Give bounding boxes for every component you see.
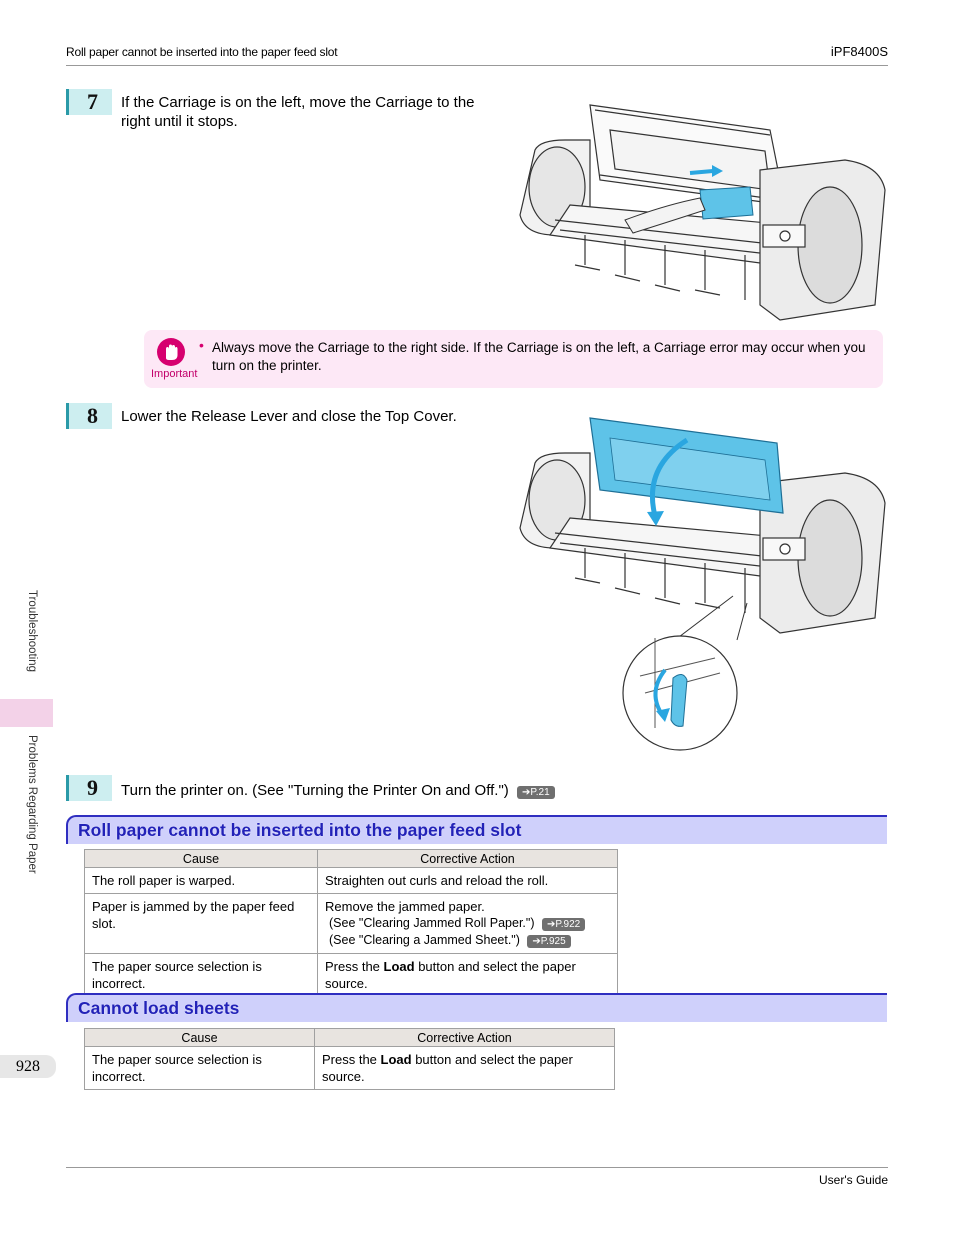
- table-header-row: Cause Corrective Action: [84, 1028, 615, 1047]
- column-header-action: Corrective Action: [317, 849, 618, 868]
- action-text: Press the: [325, 959, 384, 974]
- step-7-line2: right until it stops.: [121, 113, 238, 130]
- printer-top-cover-illustration: [519, 417, 886, 751]
- step-number-badge: 8: [66, 403, 112, 429]
- step-number-badge: 7: [66, 89, 112, 115]
- cause-cell: The paper source selection is incorrect.: [84, 1046, 315, 1090]
- sidebar-current-marker: [0, 699, 53, 727]
- page-reference-label: P.922: [555, 919, 581, 930]
- bullet-icon: •: [199, 337, 204, 353]
- reference-text: (See "Clearing Jammed Roll Paper."): [329, 916, 535, 930]
- table-header-row: Cause Corrective Action: [84, 849, 618, 868]
- section-heading-roll-paper: Roll paper cannot be inserted into the p…: [66, 815, 887, 844]
- arrow-right-icon: ➔: [532, 936, 541, 947]
- page-reference-link[interactable]: ➔P.922: [541, 918, 586, 931]
- footer-divider: [66, 1167, 888, 1168]
- column-header-cause: Cause: [84, 849, 318, 868]
- sidebar-tab-problems-regarding-paper[interactable]: Problems Regarding Paper: [18, 735, 38, 895]
- action-text: button and select the paper source.: [322, 1052, 573, 1084]
- cause-action-table-roll-paper: Cause Corrective Action The roll paper i…: [84, 849, 618, 997]
- printer-carriage-illustration: [519, 104, 886, 321]
- table-row: The roll paper is warped. Straighten out…: [84, 867, 618, 894]
- step-7-line1: If the Carriage is on the left, move the…: [121, 94, 475, 111]
- step-9-text: Turn the printer on. (See "Turning the P…: [121, 781, 555, 800]
- action-reference: (See "Clearing Jammed Roll Paper.") ➔P.9…: [325, 915, 610, 932]
- arrow-right-icon: ➔: [546, 919, 556, 930]
- hand-stop-icon: [157, 338, 185, 366]
- action-text: Remove the jammed paper.: [325, 899, 485, 914]
- action-reference: (See "Clearing a Jammed Sheet.") ➔P.925: [325, 932, 610, 949]
- step-8-text: Lower the Release Lever and close the To…: [121, 408, 457, 425]
- cause-cell: The roll paper is warped.: [84, 867, 318, 894]
- action-cell: Press the Load button and select the pap…: [314, 1046, 615, 1090]
- step-number-badge: 9: [66, 775, 112, 801]
- cause-cell: The paper source selection is incorrect.: [84, 953, 318, 997]
- sidebar-tab-label: Troubleshooting: [26, 590, 38, 673]
- action-cell: Press the Load button and select the pap…: [317, 953, 618, 997]
- action-cell: Straighten out curls and reload the roll…: [317, 867, 618, 894]
- cause-cell: Paper is jammed by the paper feed slot.: [84, 893, 318, 954]
- load-button-label: Load: [380, 1052, 412, 1067]
- step-9-text-body: Turn the printer on. (See "Turning the P…: [121, 782, 509, 799]
- header-divider: [66, 65, 888, 66]
- cause-action-table-sheets: Cause Corrective Action The paper source…: [84, 1028, 615, 1090]
- sidebar-tab-troubleshooting[interactable]: Troubleshooting: [18, 590, 38, 690]
- sidebar-tab-label: Problems Regarding Paper: [26, 735, 38, 874]
- important-note: [144, 330, 883, 388]
- section-heading-cannot-load-sheets: Cannot load sheets: [66, 993, 887, 1022]
- table-row: The paper source selection is incorrect.…: [84, 953, 618, 997]
- table-row: The paper source selection is incorrect.…: [84, 1046, 615, 1090]
- step-7-text: If the Carriage is on the left, move the…: [121, 93, 475, 131]
- page-number: 928: [0, 1055, 56, 1078]
- action-text: Press the: [322, 1052, 381, 1067]
- action-text: button and select the paper source.: [325, 959, 576, 991]
- reference-text: (See "Clearing a Jammed Sheet."): [329, 933, 520, 947]
- page-reference-label: P.21: [530, 787, 550, 798]
- page-reference-label: P.925: [540, 936, 566, 947]
- important-text: Always move the Carriage to the right si…: [212, 340, 866, 373]
- page-reference-link[interactable]: ➔P.21: [516, 786, 555, 799]
- table-row: Paper is jammed by the paper feed slot. …: [84, 893, 618, 954]
- running-header-model: iPF8400S: [830, 44, 888, 59]
- page-reference-link[interactable]: ➔P.925: [527, 935, 571, 948]
- important-label: Important: [151, 368, 198, 380]
- running-header-title: Roll paper cannot be inserted into the p…: [66, 45, 338, 59]
- column-header-action: Corrective Action: [314, 1028, 615, 1047]
- footer-guide-title: User's Guide: [819, 1173, 888, 1187]
- column-header-cause: Cause: [84, 1028, 315, 1047]
- load-button-label: Load: [383, 959, 415, 974]
- arrow-right-icon: ➔: [521, 787, 531, 798]
- action-cell: Remove the jammed paper. (See "Clearing …: [317, 893, 618, 954]
